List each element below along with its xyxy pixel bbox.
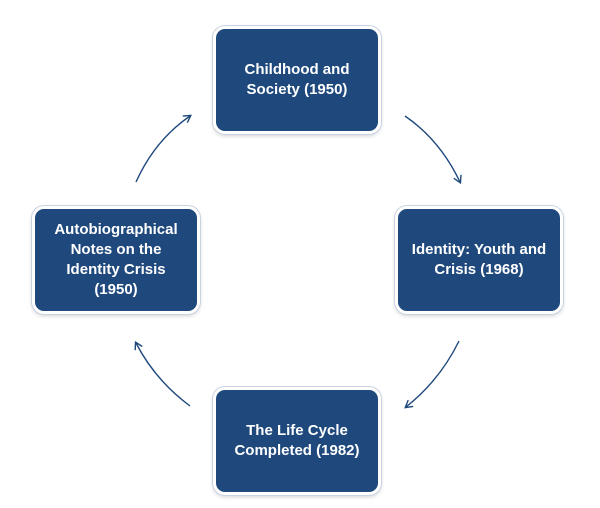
node-the-life-cycle-completed: The Life Cycle Completed (1982)	[213, 387, 381, 495]
arrow-top-to-right	[404, 115, 462, 185]
node-label: Childhood and Society (1950)	[244, 61, 350, 98]
arrow-left-to-top	[135, 114, 192, 183]
arrow-right-to-bottom	[404, 340, 460, 409]
node-identity-youth-and-crisis: Identity: Youth and Crisis (1968)	[395, 206, 563, 314]
arrow-bottom-to-left	[134, 340, 191, 407]
node-childhood-and-society: Childhood and Society (1950)	[213, 26, 381, 134]
node-label: The Life Cycle Completed (1982)	[234, 422, 360, 459]
node-autobiographical-notes: Autobiographical Notes on the Identity C…	[32, 206, 200, 314]
node-label: Autobiographical Notes on the Identity C…	[54, 221, 178, 298]
node-label: Identity: Youth and Crisis (1968)	[411, 241, 547, 278]
